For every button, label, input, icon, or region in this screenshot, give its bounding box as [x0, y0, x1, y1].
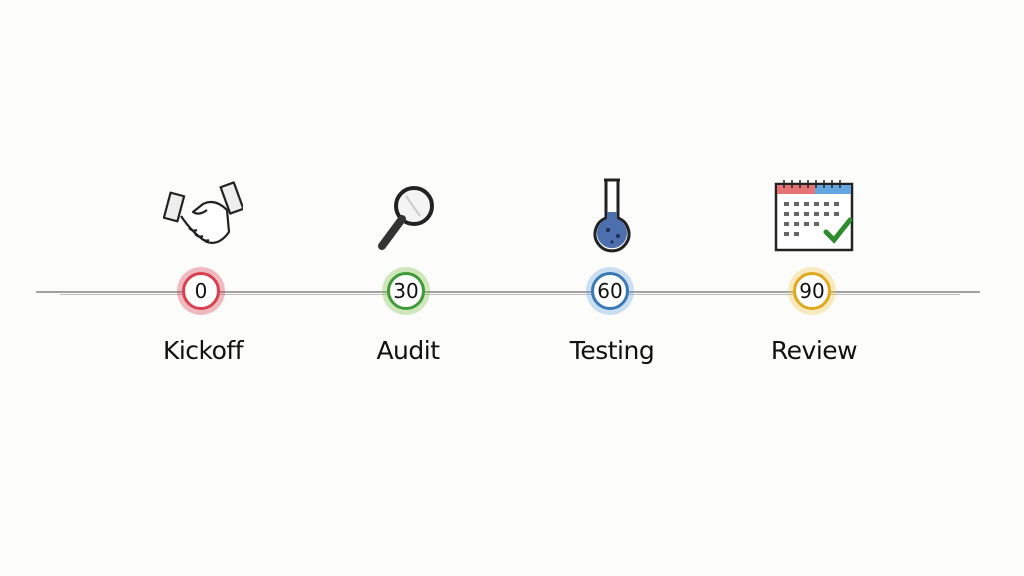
handshake-icon	[163, 181, 243, 244]
milestone-label: Testing	[569, 336, 655, 365]
magnifying-glass-icon	[378, 186, 434, 250]
milestone-kickoff: 0 Kickoff	[123, 0, 283, 576]
timeline-axis	[36, 291, 980, 293]
timeline-axis-sketch	[60, 294, 960, 295]
day-marker: 30	[387, 272, 425, 310]
day-marker: 90	[793, 272, 831, 310]
day-marker: 0	[182, 272, 220, 310]
milestone-review: 90 Review	[734, 0, 894, 576]
milestone-label: Kickoff	[162, 336, 244, 365]
day-marker: 60	[591, 272, 629, 310]
calendar-check-icon	[774, 180, 854, 252]
day-value: 90	[799, 279, 825, 303]
milestone-label: Audit	[376, 336, 440, 365]
day-value: 60	[597, 279, 623, 303]
day-value: 0	[194, 279, 208, 303]
milestone-testing: 60 Testing	[532, 0, 692, 576]
milestone-label: Review	[770, 336, 858, 365]
day-value: 30	[393, 279, 419, 303]
flask-icon	[593, 178, 631, 253]
milestone-audit: 30 Audit	[328, 0, 488, 576]
